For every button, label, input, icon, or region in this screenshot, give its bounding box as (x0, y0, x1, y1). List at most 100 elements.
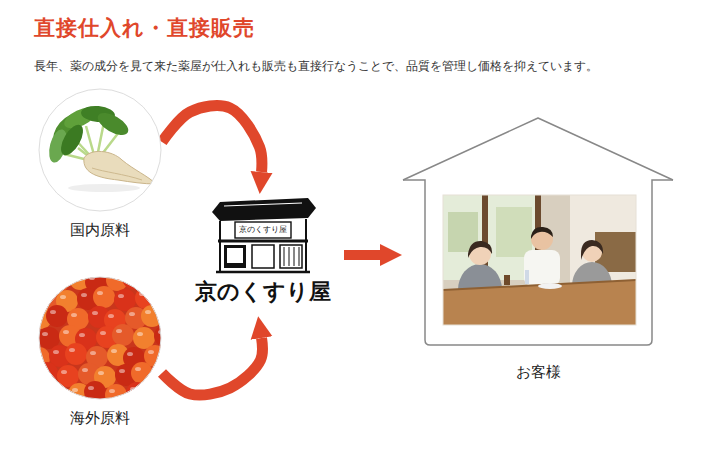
picture-shape (68, 184, 140, 192)
picture-shape (151, 290, 173, 312)
shop-node: 京のくすり屋京のくすり屋 (190, 192, 336, 318)
ingredient-source: 国内原料 (38, 88, 162, 240)
picture-shape (73, 273, 79, 277)
domestic-ingredient-picture (38, 88, 162, 212)
picture-shape (468, 241, 492, 258)
picture-shape (403, 118, 673, 180)
building-stroke (294, 247, 295, 266)
picture-shape (39, 89, 161, 211)
picture-shape (98, 371, 104, 375)
picture-shape (105, 384, 127, 406)
picture-shape (403, 180, 673, 345)
picture-shape (39, 277, 161, 399)
picture-shape (538, 283, 562, 289)
picture-shape (443, 195, 636, 325)
picture-shape (525, 270, 529, 284)
building-stroke (289, 247, 290, 266)
picture-shape (34, 312, 40, 316)
picture-shape (63, 330, 69, 334)
picture-shape (84, 151, 156, 184)
building-stroke (216, 271, 310, 274)
picture-shape (118, 294, 124, 298)
picture-shape (126, 382, 148, 404)
picture-shape (504, 275, 510, 285)
picture-shape (39, 89, 161, 211)
picture-shape (88, 386, 94, 390)
description-text: 長年、薬の成分を見て来た薬屋が仕入れも販売も直接行なうことで、品質を管理し価格を… (34, 58, 598, 75)
picture-shape (443, 280, 636, 290)
node-label: 海外原料 (70, 408, 130, 428)
picture-shape (82, 368, 88, 372)
picture-shape (60, 295, 66, 299)
ingredient-source: 海外原料 (38, 276, 162, 428)
picture-shape (65, 343, 87, 365)
node-label: お客様 (516, 362, 561, 382)
overseas-ingredient-picture (38, 276, 162, 400)
shop-logo-text: 京のくすり屋 (195, 278, 331, 306)
picture-shape (44, 292, 50, 296)
building-stroke (218, 240, 308, 243)
building-stroke (224, 203, 302, 206)
picture-shape (126, 272, 132, 276)
picture-shape (32, 352, 38, 356)
picture-shape (38, 276, 162, 400)
picture-shape (42, 332, 48, 336)
building-stroke (212, 198, 316, 221)
picture-shape (112, 324, 134, 346)
picture-shape (122, 267, 144, 289)
node-label: 国内原料 (70, 220, 130, 240)
picture-shape (31, 382, 53, 404)
picture-shape (51, 390, 57, 394)
picture-shape (148, 350, 154, 354)
picture-shape (137, 332, 143, 336)
picture-shape (97, 291, 103, 295)
picture-shape (147, 275, 153, 279)
picture-shape (154, 325, 176, 347)
building-stroke (219, 221, 221, 272)
building-stroke (299, 247, 300, 266)
picture-shape (90, 351, 96, 355)
picture-shape (116, 329, 122, 333)
flow-arrow (344, 250, 380, 260)
picture-shape (108, 314, 114, 318)
picture-shape (69, 348, 75, 352)
picture-shape (61, 370, 67, 374)
picture-shape (531, 227, 553, 239)
picture-shape (92, 168, 142, 180)
flow-arrow (162, 338, 262, 395)
picture-shape (135, 367, 141, 371)
building-stroke (284, 247, 285, 266)
house-outline (400, 112, 676, 352)
building-stroke (305, 219, 307, 272)
picture-shape (72, 388, 78, 392)
page-title: 直接仕入れ・直接販売 (34, 14, 255, 42)
customer-house: お客様 (400, 112, 676, 382)
picture-shape (443, 280, 636, 325)
picture-shape (443, 195, 636, 325)
picture-shape (94, 109, 131, 140)
picture-shape (52, 275, 58, 279)
picture-shape (145, 310, 151, 314)
picture-shape (146, 390, 152, 394)
building-stroke (280, 245, 302, 268)
picture-shape (92, 311, 98, 315)
shop-sign-text: 京のくすり屋 (239, 224, 287, 236)
picture-shape (109, 389, 115, 393)
picture-shape (27, 267, 176, 407)
picture-shape (84, 381, 106, 403)
picture-shape (48, 270, 70, 292)
picture-shape (93, 286, 115, 308)
picture-shape (71, 313, 77, 317)
picture-shape (524, 250, 560, 286)
picture-shape (119, 369, 125, 373)
customer-photo (443, 195, 636, 325)
picture-shape (57, 121, 88, 158)
picture-shape (27, 267, 49, 289)
picture-shape (581, 240, 603, 260)
picture-shape (152, 365, 174, 387)
picture-shape (53, 350, 59, 354)
picture-shape (35, 387, 41, 391)
picture-shape (46, 104, 156, 192)
picture-shape (110, 274, 116, 278)
